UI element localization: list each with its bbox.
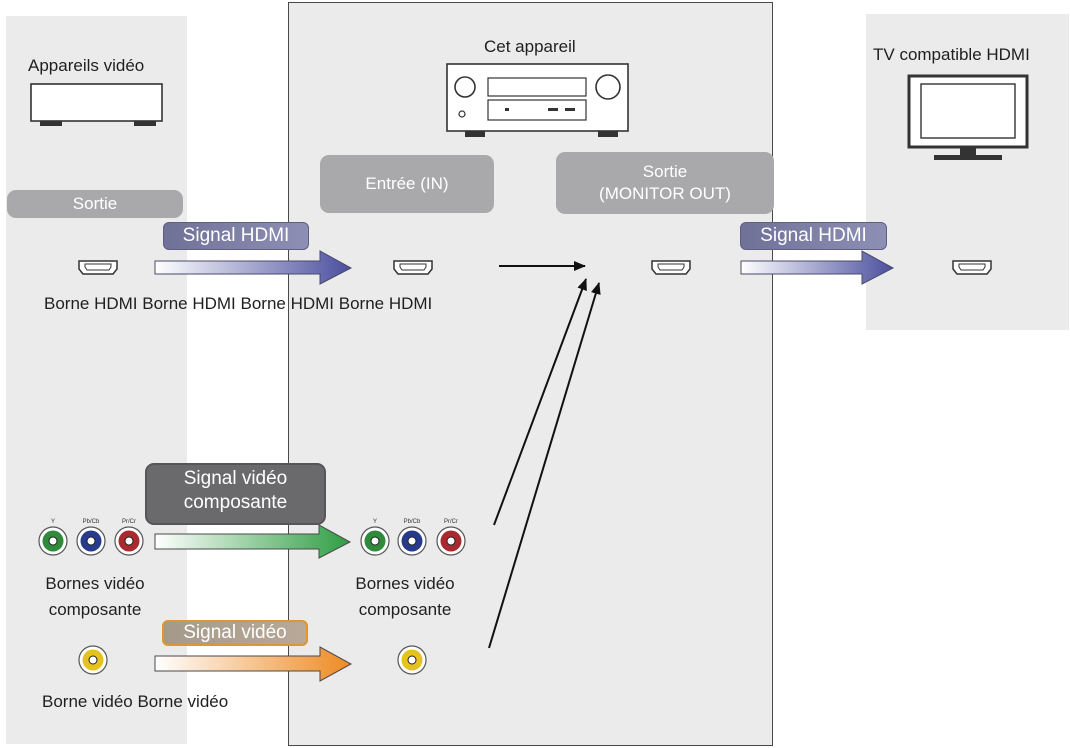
this-unit-label: Cet appareil: [484, 37, 576, 56]
input-box: Entrée (IN): [320, 155, 494, 213]
monitor-out-line2: (MONITOR OUT): [599, 184, 731, 203]
tv-icon: [907, 74, 1029, 160]
component-left-line1: Bornes vidéo: [45, 574, 145, 593]
tv-panel: [866, 14, 1069, 330]
signal-component-label: Signal vidéo composante: [145, 463, 326, 525]
hdmi-port-icon: [78, 260, 118, 275]
monitor-out-box: Sortie (MONITOR OUT): [556, 152, 774, 214]
source-panel: [6, 16, 187, 744]
av-receiver-icon: [446, 63, 629, 137]
signal-component-line2: composante: [183, 492, 288, 513]
source-output-box: Sortie: [7, 190, 183, 218]
component-terminals-left: Bornes vidéo composante: [36, 571, 154, 623]
video-device-icon: [30, 83, 163, 126]
jack-label-pb: Pb/Cb: [404, 519, 421, 525]
signal-video-label: Signal vidéo: [162, 620, 308, 646]
hdmi-terminal-labels: Borne HDMI Borne HDMI Borne HDMI Borne H…: [44, 294, 433, 313]
hdmi-port-icon: [952, 260, 992, 275]
video-jack-right: [397, 645, 427, 675]
tv-label: TV compatible HDMI: [873, 45, 1030, 64]
hdmi-arrow-2: [740, 250, 895, 285]
video-devices-label: Appareils vidéo: [28, 56, 145, 75]
signal-component-line1: Signal vidéo: [183, 468, 288, 489]
component-arrow: [154, 524, 352, 559]
component-terminals-right: Bornes vidéo composante: [346, 571, 464, 623]
video-arrow: [154, 646, 353, 682]
jack-label-pr: Pr/Cr: [444, 519, 458, 525]
component-left-line2: composante: [48, 600, 142, 619]
component-route-arrow: [493, 278, 587, 526]
jack-label-y: Y: [373, 519, 377, 525]
jack-label-pb: Pb/Cb: [83, 519, 100, 525]
hdmi-port-icon: [651, 260, 691, 275]
monitor-out-line1: Sortie: [642, 162, 688, 181]
component-right-line2: composante: [358, 600, 452, 619]
signal-hdmi-label-1: Signal HDMI: [163, 222, 309, 250]
component-jacks-left: [38, 526, 144, 556]
video-route-arrow: [488, 282, 601, 649]
component-right-line1: Bornes vidéo: [355, 574, 455, 593]
video-terminal-labels: Borne vidéo Borne vidéo: [42, 692, 229, 711]
video-jack-left: [78, 645, 108, 675]
jack-label-y: Y: [51, 519, 55, 525]
component-jacks-right: [360, 526, 466, 556]
hdmi-arrow-1: [154, 250, 353, 285]
jack-label-pr: Pr/Cr: [122, 519, 136, 525]
signal-hdmi-label-2: Signal HDMI: [740, 222, 887, 250]
hdmi-port-icon: [393, 260, 433, 275]
